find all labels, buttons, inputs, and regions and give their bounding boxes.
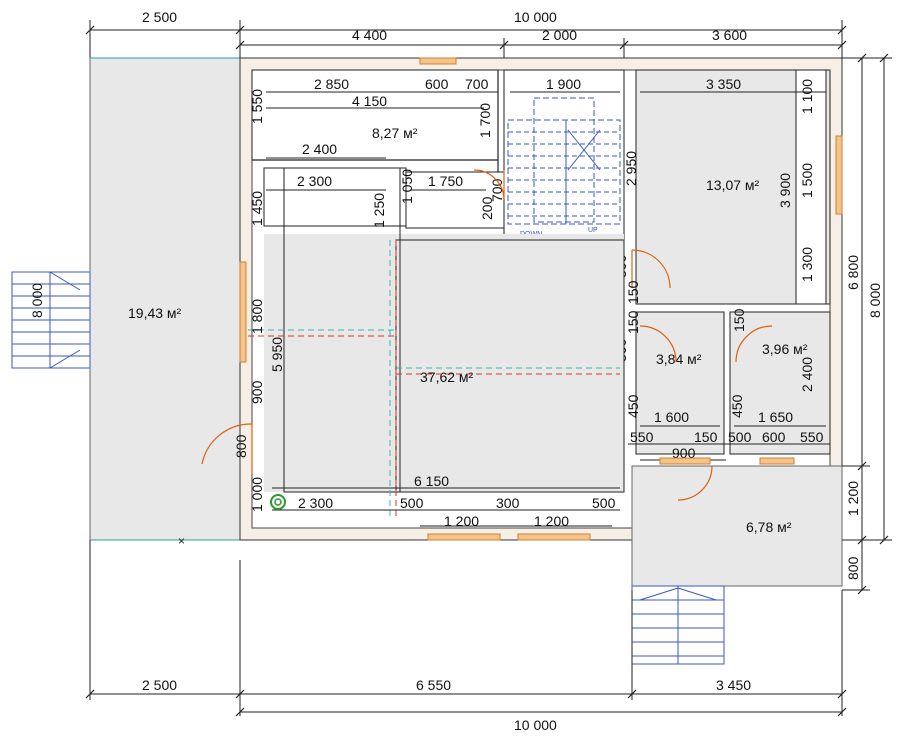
- dim-1300: 1 300: [799, 247, 815, 282]
- dim-bottom-6550: 6 550: [416, 677, 451, 693]
- porch-steps: [631, 585, 725, 665]
- dim-550-b: 550: [800, 429, 824, 445]
- living-window-bottom-1: [427, 533, 501, 541]
- dim-4150: 4 150: [352, 93, 387, 109]
- dim-800-c: 800: [233, 434, 249, 458]
- dim-1550: 1 550: [249, 89, 265, 124]
- dim-1800: 1 800: [249, 299, 265, 334]
- dim-300: 300: [496, 495, 520, 511]
- living-window-bottom-2: [517, 533, 591, 541]
- dim-700-side: 700: [489, 178, 505, 202]
- stair-flight: [507, 97, 621, 225]
- dim-2950: 2 950: [623, 151, 639, 186]
- dim-1600: 1 600: [654, 409, 689, 425]
- dim-1900: 1 900: [546, 76, 581, 92]
- drain-symbol: [270, 494, 286, 510]
- dim-500-b: 500: [400, 495, 424, 511]
- dim-3350: 3 350: [706, 76, 741, 92]
- dim-2400: 2 400: [302, 141, 337, 157]
- bath-window-1: [659, 457, 711, 465]
- terrace-left: [89, 57, 241, 541]
- stair-label-up: UP: [588, 227, 598, 234]
- dim-500-h: 500: [728, 429, 752, 445]
- living-room-floor: [264, 234, 624, 492]
- bathroom-1: [635, 311, 725, 455]
- dim-2850: 2 850: [314, 76, 349, 92]
- dim-600-h: 600: [762, 429, 786, 445]
- dim-550-a: 550: [630, 429, 654, 445]
- dim-1650: 1 650: [758, 409, 793, 425]
- dim-6150: 6 150: [414, 473, 449, 489]
- entry-door-arc: [201, 423, 253, 465]
- dim-5950: 5 950: [269, 337, 285, 372]
- dim-right-800: 800: [845, 556, 861, 580]
- bath-2-door-arc: [735, 325, 773, 363]
- kitchen-block: [251, 69, 499, 161]
- dim-700-top: 700: [465, 76, 489, 92]
- dim-1700: 1 700: [477, 103, 493, 138]
- area-bath-2: 3,96 м²: [762, 341, 808, 357]
- dim-top-2000: 2 000: [542, 27, 577, 43]
- dim-top-4400: 4 400: [352, 27, 387, 43]
- area-terrace-left: 19,43 м²: [128, 305, 182, 321]
- dim-500-c: 500: [592, 495, 616, 511]
- dim-2400: 2 400: [799, 357, 815, 392]
- dim-1750: 1 750: [428, 173, 463, 189]
- bottom-dimension-lines: [85, 540, 847, 717]
- dim-900-h: 900: [672, 445, 696, 461]
- living-guides: [248, 240, 620, 520]
- dim-1250: 1 250: [371, 193, 387, 228]
- living-window-left: [239, 261, 247, 363]
- area-porch: 6,78 м²: [746, 519, 792, 535]
- area-bath-1: 3,84 м²: [656, 351, 702, 367]
- dim-150-b: 150: [625, 310, 641, 334]
- bedroom-window: [835, 135, 843, 215]
- dim-150-h: 150: [694, 429, 718, 445]
- left-steps: [11, 271, 91, 369]
- dim-left-8000: 8 000: [29, 283, 45, 318]
- stair-room: [503, 69, 625, 241]
- dim-1450: 1 450: [249, 191, 265, 226]
- dim-450-b: 450: [729, 394, 745, 418]
- dim-right-8000: 8 000: [867, 283, 883, 318]
- dim-bottom-2500: 2 500: [142, 677, 177, 693]
- cross-mark: ×: [178, 534, 185, 548]
- area-kitchen: 8,27 м²: [372, 125, 418, 141]
- dim-150-c: 150: [731, 308, 747, 332]
- dim-450-a: 450: [625, 394, 641, 418]
- dim-900-v: 900: [249, 380, 265, 404]
- dim-right-1200: 1 200: [845, 481, 861, 516]
- dim-1200-b: 1 200: [534, 513, 569, 529]
- dim-1500: 1 500: [799, 163, 815, 198]
- porch: [631, 465, 843, 587]
- dim-1000: 1 000: [249, 477, 265, 512]
- kitchen-dimension-lines: [266, 91, 498, 191]
- dim-3900: 3 900: [777, 173, 793, 208]
- dim-200-a: 200: [479, 196, 495, 220]
- dim-bottom-10000: 10 000: [514, 717, 557, 733]
- right-dimension-lines: [842, 53, 892, 595]
- bedroom-wardrobe: [795, 69, 827, 305]
- dim-1200-a: 1 200: [444, 513, 479, 529]
- dim-top-3600: 3 600: [712, 27, 747, 43]
- bath-window-2: [759, 457, 795, 465]
- dim-2300: 2 300: [297, 173, 332, 189]
- dim-600: 600: [425, 76, 449, 92]
- dim-top-10000: 10 000: [514, 9, 557, 25]
- area-living: 37,62 м²: [420, 369, 474, 385]
- porch-door-arc: [677, 465, 713, 501]
- bedroom-door-arc: [631, 249, 671, 289]
- area-bedroom: 13,07 м²: [706, 177, 760, 193]
- dim-top-2500: 2 500: [142, 9, 177, 25]
- dim-1100: 1 100: [799, 79, 815, 114]
- dim-right-6800: 6 800: [845, 255, 861, 290]
- bath-1-door-arc: [639, 325, 677, 363]
- dim-1050: 1 050: [399, 169, 415, 204]
- dim-bottom-3450: 3 450: [716, 677, 751, 693]
- kitchen-window-top: [419, 57, 457, 65]
- dim-150-a: 150: [625, 280, 641, 304]
- dim-2300-b: 2 300: [298, 495, 333, 511]
